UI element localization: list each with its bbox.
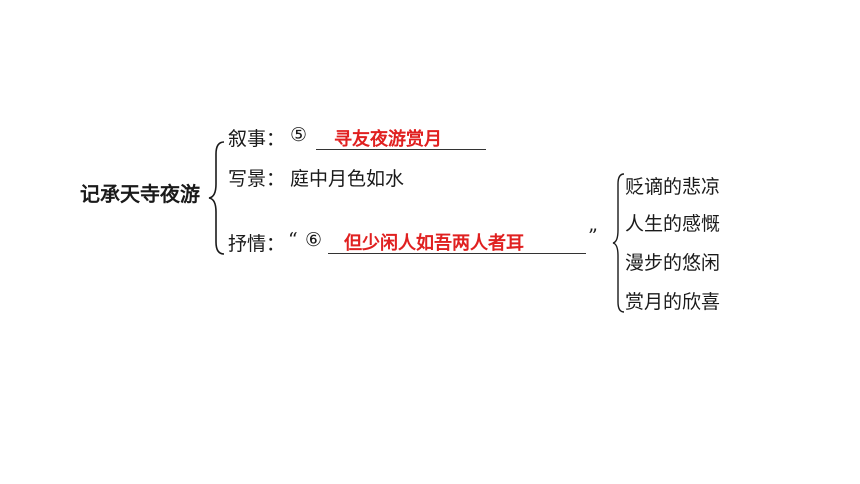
right-brace <box>612 173 625 313</box>
left-brace <box>208 141 225 255</box>
row-narrate-underline <box>316 149 486 150</box>
emotion-item: 漫步的悠闲 <box>625 252 721 274</box>
emotion-item: 赏月的欣喜 <box>625 291 721 313</box>
row-narrate-marker: ⑤ <box>290 124 308 146</box>
row-narrate-label: 叙事： <box>228 128 286 150</box>
emotion-item: 人生的感慨 <box>625 213 721 235</box>
diagram-title: 记承天寺夜游 <box>80 182 200 206</box>
row-scenery-label: 写景： <box>228 168 286 190</box>
row-emotion-open-quote: “ <box>288 229 298 251</box>
row-emotion-close-quote: ” <box>588 225 598 247</box>
row-narrate-answer: 寻友夜游赏月 <box>334 129 442 150</box>
row-emotion-label: 抒情： <box>228 233 286 255</box>
row-scenery-text: 庭中月色如水 <box>290 168 405 190</box>
row-emotion-answer: 但少闲人如吾两人者耳 <box>344 233 524 254</box>
emotion-item: 贬谪的悲凉 <box>625 176 721 198</box>
row-emotion-underline <box>328 253 586 254</box>
row-emotion-marker: ⑥ <box>305 229 323 251</box>
